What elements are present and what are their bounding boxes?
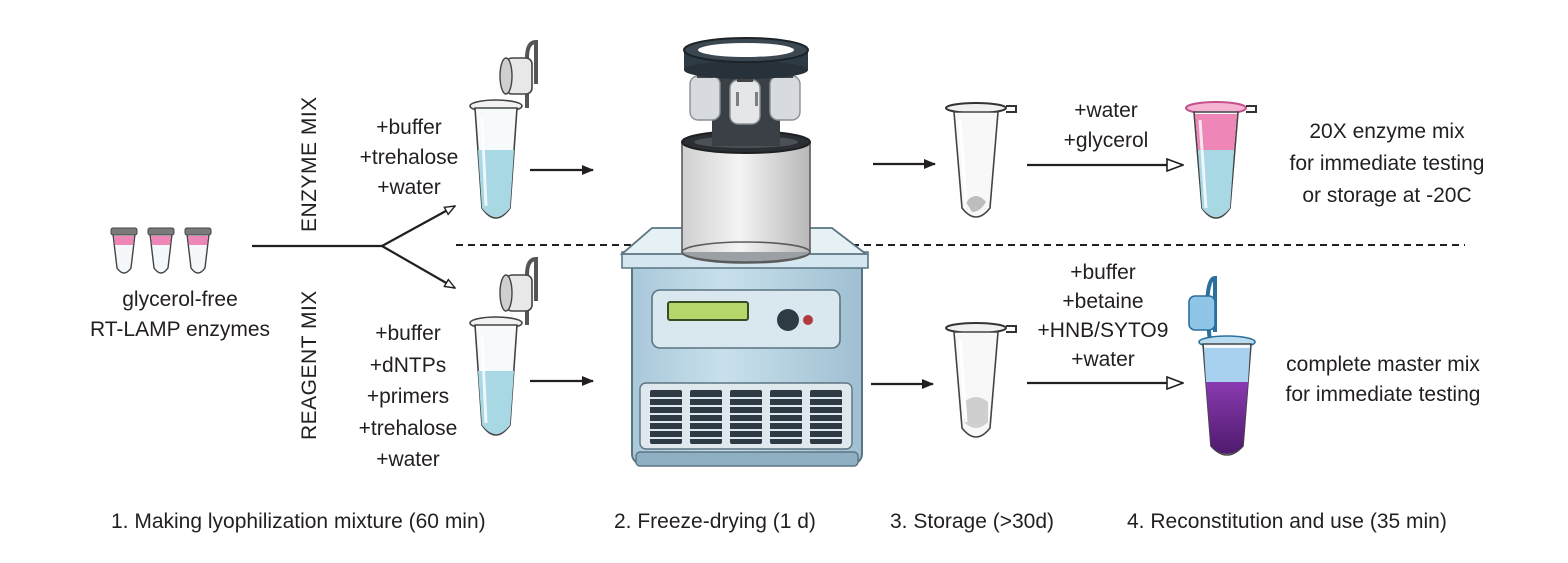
enzyme-reconstitution-item: +water	[1074, 99, 1138, 122]
enzyme-reconstitution: +water +glycerol	[1036, 96, 1176, 156]
reagent-additives: +buffer +dNTPs +primers +trehalose +wate…	[338, 318, 478, 476]
reagent-additive: +water	[376, 448, 440, 471]
reagent-reconstitution-item: +HNB/SYTO9	[1037, 319, 1169, 342]
branch-label-reagent: REAGENT MIX	[298, 290, 321, 440]
enzyme-additive: +trehalose	[359, 146, 459, 169]
freeze-dryer-icon	[619, 37, 869, 467]
enzyme-final-tube-icon	[1185, 101, 1257, 219]
source-tubes-icon	[110, 227, 212, 274]
step-label-2: 2. Freeze-drying (1 d)	[614, 510, 816, 533]
reagent-open-tube-icon	[469, 256, 538, 436]
reagent-additive: +trehalose	[358, 416, 458, 440]
reagent-final-tube-icon	[1188, 275, 1256, 456]
enzyme-open-tube-icon	[469, 39, 538, 219]
enzyme-additive: +water	[377, 176, 441, 199]
enzyme-result: 20X enzyme mix for immediate testing or …	[1262, 116, 1512, 212]
enzyme-result-line: 20X enzyme mix	[1309, 120, 1465, 143]
branch-label-enzyme: ENZYME MIX	[298, 96, 321, 232]
enzyme-additive: +buffer	[376, 116, 442, 139]
step-label-1: 1. Making lyophilization mixture (60 min…	[111, 510, 486, 533]
reagent-reconstitution: +buffer +betaine +HNB/SYTO9 +water	[1018, 258, 1188, 374]
step-label-3: 3. Storage (>30d)	[890, 510, 1055, 533]
source-line-2: RT-LAMP enzymes	[89, 318, 271, 341]
reagent-result-line: for immediate testing	[1285, 383, 1481, 406]
reagent-result-line: complete master mix	[1286, 353, 1480, 376]
enzyme-reconstitution-item: +glycerol	[1063, 129, 1149, 152]
enzyme-additives: +buffer +trehalose +water	[346, 113, 472, 203]
reagent-reconstitution-item: +buffer	[1070, 261, 1136, 284]
source-label: glycerol-free RT-LAMP enzymes	[60, 285, 300, 345]
source-line-1: glycerol-free	[122, 288, 238, 311]
reagent-additive: +primers	[366, 385, 450, 408]
reagent-reconstitution-item: +betaine	[1062, 290, 1144, 313]
reagent-storage-tube-icon	[945, 322, 1017, 438]
reagent-additive: +dNTPs	[369, 353, 447, 377]
split-arrows	[252, 205, 455, 289]
enzyme-result-line: for immediate testing	[1289, 152, 1485, 175]
reagent-additive: +buffer	[375, 322, 441, 345]
reagent-reconstitution-item: +water	[1071, 348, 1135, 371]
reagent-result: complete master mix for immediate testin…	[1252, 350, 1514, 410]
enzyme-result-line: or storage at -20C	[1302, 184, 1472, 207]
step-label-4: 4. Reconstitution and use (35 min)	[1127, 510, 1447, 533]
enzyme-storage-tube-icon	[945, 102, 1017, 218]
